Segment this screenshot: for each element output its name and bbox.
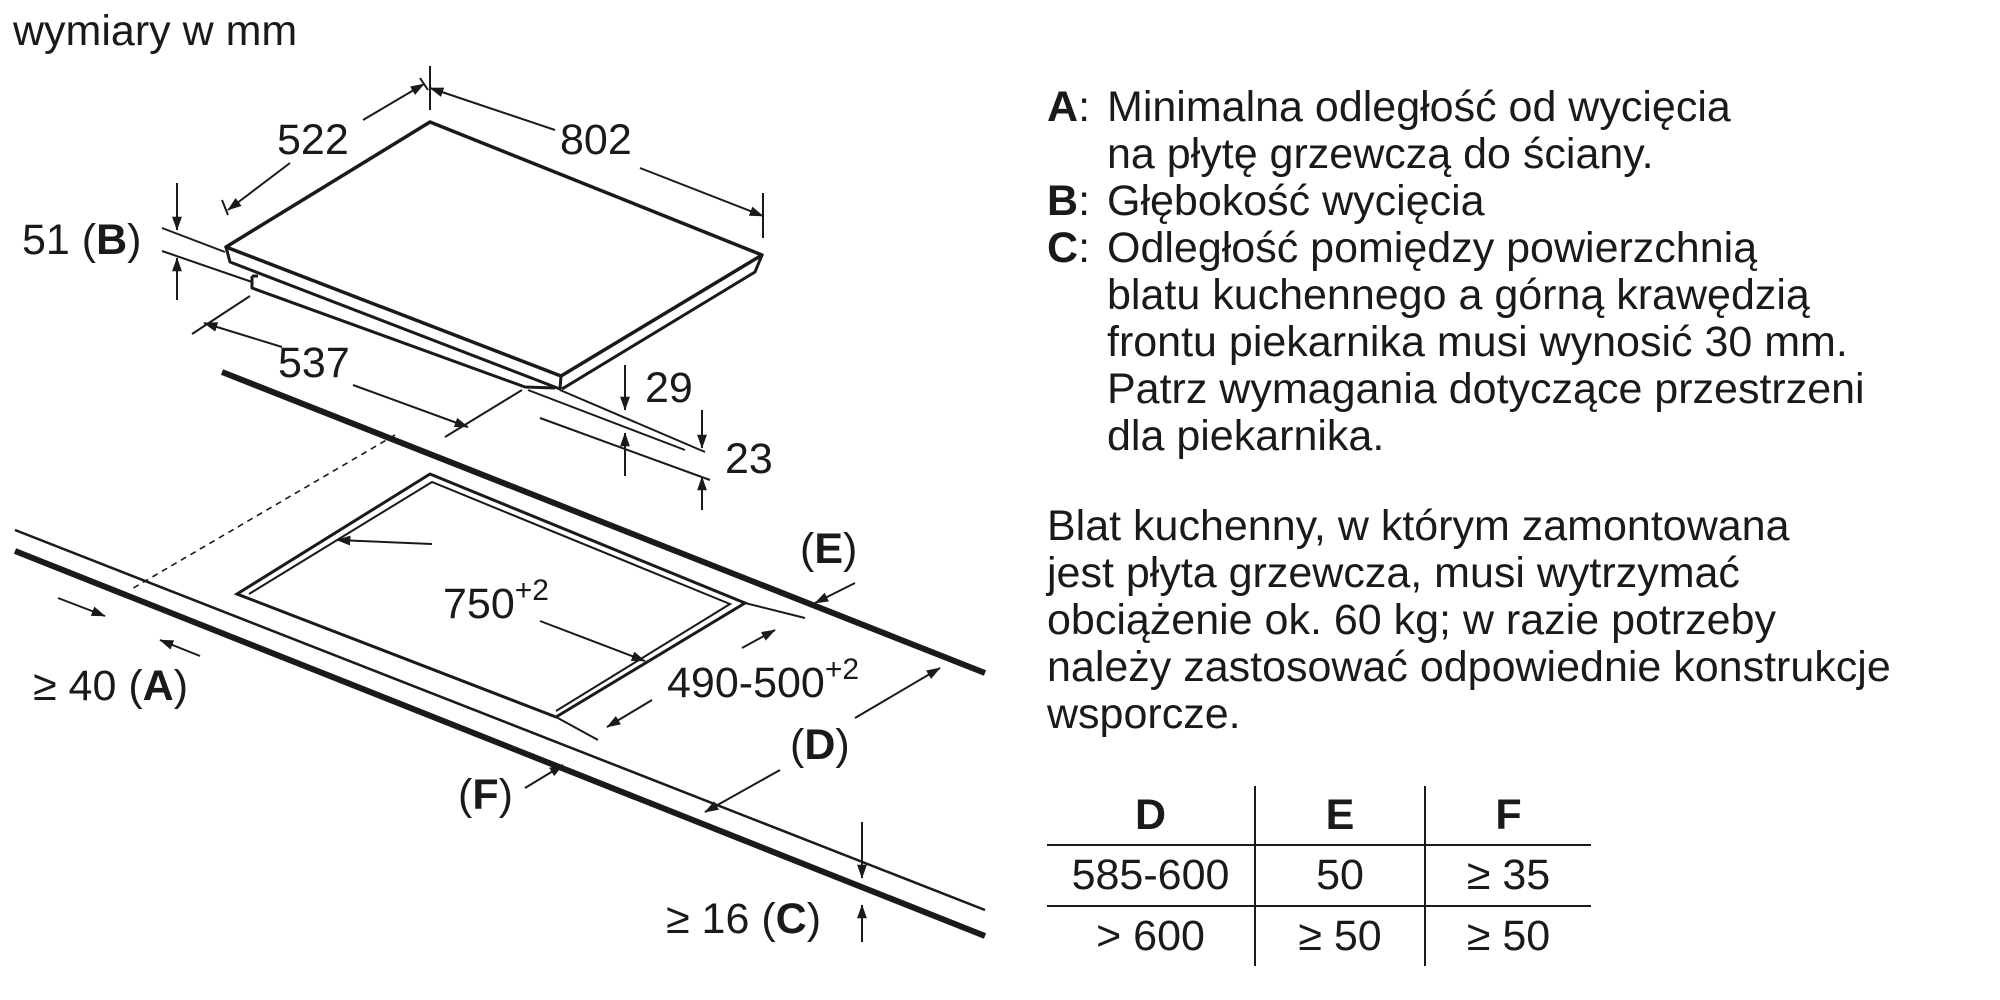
table-cell: ≥ 50 <box>1254 906 1425 966</box>
dimension-lines <box>57 66 941 942</box>
legend-text: dla piekarnika. <box>1107 412 1385 460</box>
legend-text: Głębokość wycięcia <box>1107 177 1485 225</box>
table-cell: ≥ 35 <box>1424 845 1591 907</box>
legend-text: Odległość pomiędzy powierzchnią <box>1107 224 1758 272</box>
dimension-labels: 522 802 51 (B) 537 29 23 750+2 490-500+2… <box>22 116 859 943</box>
dim-min-wall-label: ≥ 40 (A) <box>33 662 188 710</box>
legend-key: A: <box>1047 83 1091 131</box>
hob-top-edge-right <box>561 254 764 391</box>
table-header-e: E <box>1254 786 1425 846</box>
legend-item-b: B: Głębokość wycięcia <box>1047 178 1977 225</box>
dim-height-23-label: 23 <box>725 435 773 483</box>
worktop-back-edge <box>220 369 987 676</box>
table-header-f: F <box>1424 786 1591 846</box>
legend-panel: A: Minimalna odległość od wycięcia na pł… <box>1047 84 1977 738</box>
dim-min-front-label: ≥ 16 (C) <box>666 895 821 943</box>
units-caption: wymiary w mm <box>12 7 297 55</box>
dim-cutout-depth-label: 51 (B) <box>22 216 142 264</box>
label-d: (D) <box>790 721 850 769</box>
note-line: jest płyta grzewcza, musi wytrzymać <box>1047 549 1740 597</box>
table-header-row: D E F <box>1047 786 1591 846</box>
wall-distance-dashed <box>129 434 396 591</box>
load-note: Blat kuchenny, w którym zamontowana jest… <box>1047 503 1977 738</box>
legend-item-c: C: Odległość pomiędzy powierzchnią blatu… <box>1047 225 1977 460</box>
note-line: wsporcze. <box>1047 690 1241 738</box>
dim-cutout-depth-range-label: 490-500+2 <box>667 653 859 707</box>
legend-text: Patrz wymagania dotyczące przestrzeni <box>1107 365 1865 413</box>
note-line: obciążenie ok. 60 kg; w razie potrzeby <box>1047 596 1777 644</box>
legend-text: Minimalna odległość od wycięcia <box>1107 83 1731 131</box>
note-line: należy zastosować odpowiednie konstrukcj… <box>1047 643 1891 691</box>
dim-height-29-label: 29 <box>645 364 693 412</box>
label-f: (F) <box>458 771 513 819</box>
table-cell: 585-600 <box>1047 845 1255 907</box>
dim-depth-label: 522 <box>277 116 349 164</box>
legend-item-a: A: Minimalna odległość od wycięcia na pł… <box>1047 84 1977 178</box>
table-cell: > 600 <box>1096 912 1205 960</box>
dim-cutout-width-label: 750+2 <box>443 574 549 628</box>
clearance-table: D E F 585-600 50 ≥ 35 > 600 ≥ 50 ≥ 50 <box>1047 786 1591 966</box>
hob-top-edge-front <box>224 246 563 391</box>
legend-text: blatu kuchennego a górną krawędzią <box>1107 271 1810 319</box>
table-header-d: D <box>1047 786 1255 846</box>
note-line: Blat kuchenny, w którym zamontowana <box>1047 502 1790 550</box>
table-row: 585-600 50 ≥ 35 <box>1047 845 1591 907</box>
worktop-front-edge <box>13 548 987 939</box>
legend-key: C: <box>1047 224 1091 272</box>
dim-width-label: 802 <box>560 116 632 164</box>
legend-text: na płytę grzewczą do ściany. <box>1107 130 1654 178</box>
legend-key: B: <box>1047 177 1091 225</box>
worktop-front-edge-top <box>14 528 986 912</box>
legend-text: frontu piekarnika musi wynosić 30 mm. <box>1107 318 1848 366</box>
dim-lower-width-label: 537 <box>278 339 350 387</box>
table-row: > 600 ≥ 50 ≥ 50 <box>1047 906 1591 966</box>
table-cell: 50 <box>1254 845 1425 907</box>
table-cell: ≥ 50 <box>1424 906 1591 966</box>
label-e: (E) <box>800 525 857 573</box>
